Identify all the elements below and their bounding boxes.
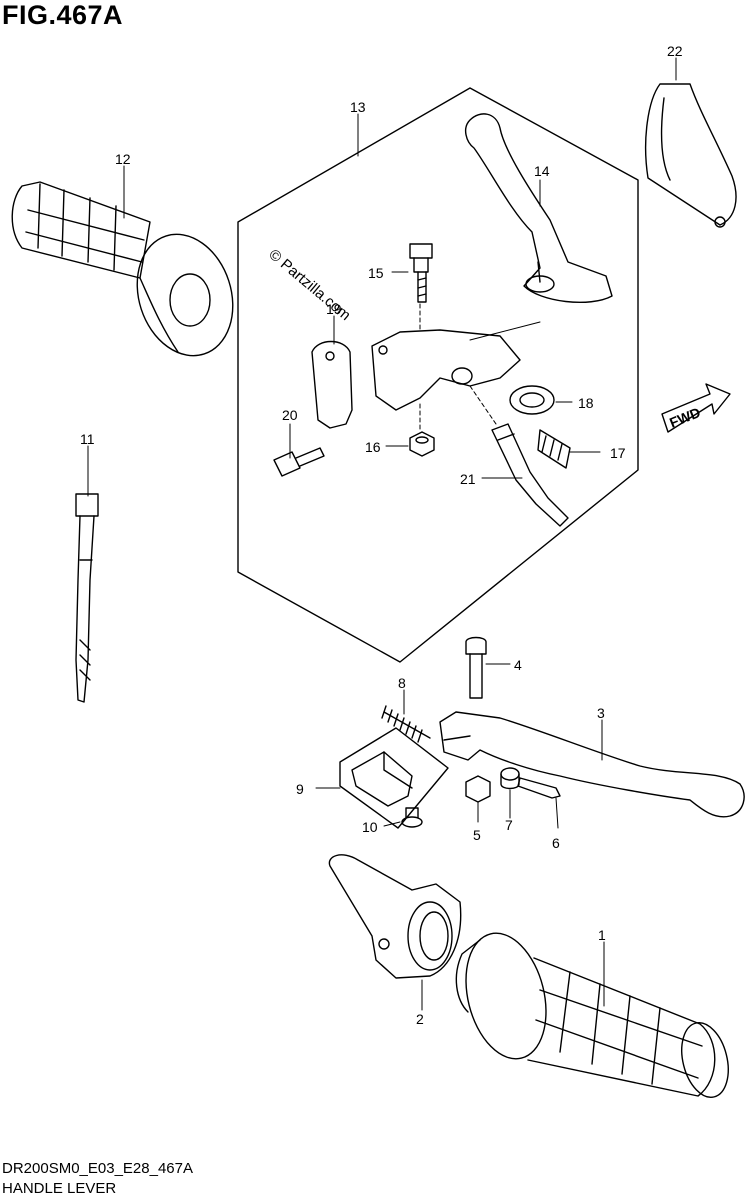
callout-1: 1: [598, 927, 606, 943]
callout-13: 13: [350, 99, 366, 115]
callout-10: 10: [362, 819, 378, 835]
callout-8: 8: [398, 675, 406, 691]
part-22-lever-cover: [644, 83, 737, 228]
callout-2: 2: [416, 1011, 424, 1027]
figure-name: HANDLE LEVER: [2, 1180, 117, 1197]
callout-12: 12: [115, 151, 131, 167]
callout-20: 20: [282, 407, 298, 423]
part-15-bolt: [409, 243, 433, 303]
part-7-collar: [500, 767, 520, 790]
part-20-bolt: [273, 447, 325, 477]
callout-21: 21: [460, 471, 476, 487]
callout-17: 17: [610, 445, 626, 461]
part-10-screw: [401, 807, 423, 828]
part-1-right-grip: [455, 932, 729, 1098]
callout-14: 14: [534, 163, 550, 179]
callout-numbers: 1 2 3 4 5 6 7 8 9 10 11 12 13 14 15 16 1…: [80, 43, 683, 1027]
fwd-label: FWD: [667, 404, 703, 431]
part-16-nut: [409, 431, 435, 457]
part-14-upper-lever: [464, 113, 613, 303]
callout-6: 6: [552, 835, 560, 851]
part-9-switch: [351, 751, 413, 807]
callout-4: 4: [514, 657, 522, 673]
part-2-throttle-housing: [328, 854, 462, 979]
callout-15: 15: [368, 265, 384, 281]
callout-22: 22: [667, 43, 683, 59]
part-19-clamp: [311, 340, 353, 429]
leader-lines: [87, 57, 677, 1011]
callout-7: 7: [505, 817, 513, 833]
part-21-switch: [491, 423, 569, 527]
assembly-13-outline: [237, 87, 639, 663]
part-6-screw: [517, 777, 561, 799]
callout-3: 3: [597, 705, 605, 721]
callout-18: 18: [578, 395, 594, 411]
part-3-brake-lever: [439, 711, 745, 818]
callout-16: 16: [365, 439, 381, 455]
callout-19: 19: [326, 301, 342, 317]
part-17-adjuster-bolt: [537, 429, 571, 469]
figure-code: DR200SM0_E03_E28_467A: [2, 1160, 193, 1177]
callout-5: 5: [473, 827, 481, 843]
part-11-cable-tie: [75, 493, 99, 703]
part-18-adjuster-ring: [509, 385, 555, 415]
part-12-left-grip: [11, 181, 234, 357]
part-4-pivot-bolt: [465, 636, 487, 699]
fwd-arrow: FWD: [661, 383, 731, 433]
part-8-spring: [381, 705, 431, 743]
figure-title: FIG.467A: [2, 0, 124, 30]
callout-9: 9: [296, 781, 304, 797]
callout-11: 11: [80, 431, 95, 447]
assembly-9-outline: [339, 727, 449, 829]
lever-holder: [371, 329, 521, 411]
part-5-nut: [465, 775, 491, 803]
